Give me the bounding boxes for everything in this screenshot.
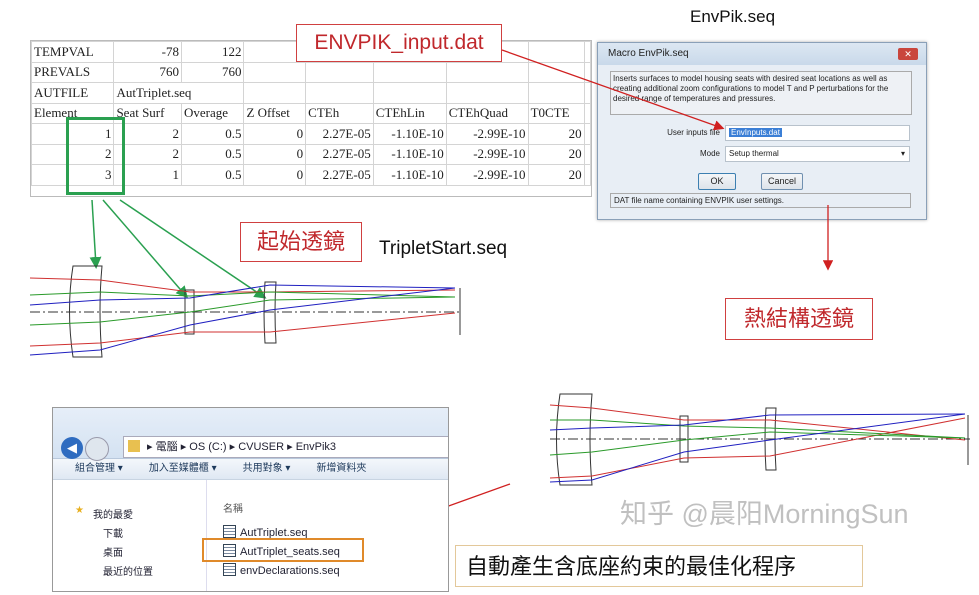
back-button[interactable]: ◀ (61, 437, 83, 459)
triplet-start-label: TripletStart.seq (379, 238, 508, 259)
envpik-seq-label: EnvPik.seq (690, 7, 776, 26)
file-icon (223, 563, 236, 576)
table-cell[interactable]: 0.5 (180, 164, 245, 186)
dialog-title: Macro EnvPik.seq (598, 43, 926, 65)
name-column-header[interactable]: 名稱 (223, 504, 243, 515)
auto-optimization-label: 自動產生含底座約束的最佳化程序 (455, 545, 863, 587)
thermal-lens (549, 393, 970, 486)
user-inputs-field[interactable]: EnvInputs.dat (725, 125, 910, 141)
nav-recent[interactable]: 最近的位置 (103, 567, 153, 578)
thermal-lens-label: 熱結構透鏡 (725, 298, 873, 340)
organize-button[interactable]: 組合管理 ▾ (75, 463, 123, 474)
seats-file-highlight (202, 538, 364, 562)
mode-select[interactable]: Setup thermal ▾ (725, 146, 910, 162)
nav-desktop[interactable]: 桌面 (103, 548, 123, 559)
table-cell[interactable]: CTEhQuad (445, 102, 529, 124)
forward-button[interactable] (85, 437, 109, 461)
nav-downloads[interactable]: 下載 (103, 529, 123, 540)
table-cell[interactable]: Seat Surf (113, 102, 182, 124)
explorer-toolbar: 組合管理 ▾ 加入至媒體櫃 ▾ 共用對象 ▾ 新增資料夾 (53, 458, 448, 480)
folder-icon (128, 440, 140, 452)
table-cell[interactable]: 0 (243, 164, 307, 186)
mode-value: Setup thermal (729, 149, 779, 158)
file-item[interactable]: AutTriplet_seats.seq (223, 544, 340, 558)
ok-button[interactable]: OK (698, 173, 736, 190)
triplet-start-lens (29, 265, 461, 358)
table-cell[interactable]: -2.99E-10 (445, 164, 529, 186)
new-folder-button[interactable]: 新增資料夾 (316, 463, 367, 474)
share-button[interactable]: 共用對象 ▾ (242, 463, 291, 474)
file-icon (223, 525, 236, 538)
star-icon: ★ (75, 505, 84, 516)
table-cell[interactable]: PREVALS (30, 61, 115, 83)
dialog-description: Inserts surfaces to model housing seats … (610, 71, 912, 115)
table-cell[interactable]: 2.27E-05 (305, 164, 374, 186)
nav-favorites[interactable]: 我的最愛 (93, 510, 133, 521)
file-explorer: ◀ ▸ 電腦 ▸ OS (C:) ▸ CVUSER ▸ EnvPik3 組合管理… (52, 407, 449, 592)
mode-label: Mode (699, 149, 720, 158)
table-cell[interactable]: 2.27E-05 (305, 143, 374, 165)
file-icon (223, 544, 236, 557)
start-lens-label: 起始透鏡 (240, 222, 362, 262)
table-cell[interactable] (583, 164, 592, 186)
macro-dialog: Macro EnvPik.seq ✕ Inserts surfaces to m… (597, 42, 927, 220)
file-item[interactable]: AutTriplet.seq (223, 525, 307, 539)
breadcrumb-drive[interactable]: OS (C:) (189, 441, 227, 453)
file-item[interactable]: envDeclarations.seq (223, 563, 340, 577)
close-button[interactable]: ✕ (898, 48, 918, 60)
table-cell[interactable]: 20 (527, 164, 585, 186)
chevron-down-icon: ▾ (900, 149, 905, 158)
table-cell[interactable]: 3 (30, 164, 115, 186)
table-cell[interactable]: 0.5 (180, 123, 245, 145)
table-cell[interactable]: -2.99E-10 (445, 123, 529, 145)
element-highlight (66, 117, 125, 195)
breadcrumb-computer[interactable]: 電腦 (155, 441, 178, 453)
table-cell[interactable]: -1.10E-10 (372, 164, 447, 186)
breadcrumb-envpik3[interactable]: EnvPik3 (295, 441, 337, 453)
user-inputs-label: User inputs file (667, 128, 720, 137)
breadcrumb-cvuser[interactable]: CVUSER (238, 441, 285, 453)
breadcrumb[interactable]: ▸ 電腦 ▸ OS (C:) ▸ CVUSER ▸ EnvPik3 (123, 436, 448, 458)
table-cell[interactable]: 760 (113, 61, 182, 83)
envpik-input-label: ENVPIK_input.dat (296, 24, 502, 62)
table-cell[interactable]: 0 (243, 123, 307, 145)
table-cell[interactable]: Overage (180, 102, 245, 124)
watermark: 知乎 @晨阳MorningSun (620, 499, 909, 529)
cancel-button[interactable]: Cancel (761, 173, 803, 190)
pane-divider (206, 480, 207, 591)
table-cell[interactable]: AUTFILE (30, 82, 115, 104)
add-to-library-button[interactable]: 加入至媒體櫃 ▾ (148, 463, 217, 474)
explorer-address-area: ◀ ▸ 電腦 ▸ OS (C:) ▸ CVUSER ▸ EnvPik3 (53, 408, 448, 461)
red-arrows (387, 49, 834, 530)
user-inputs-value: EnvInputs.dat (729, 128, 782, 137)
status-bar: DAT file name containing ENVPIK user set… (610, 193, 911, 208)
table-cell[interactable]: T0CTE (527, 102, 585, 124)
table-cell[interactable]: -1.10E-10 (372, 123, 447, 145)
green-arrows (89, 199, 267, 299)
